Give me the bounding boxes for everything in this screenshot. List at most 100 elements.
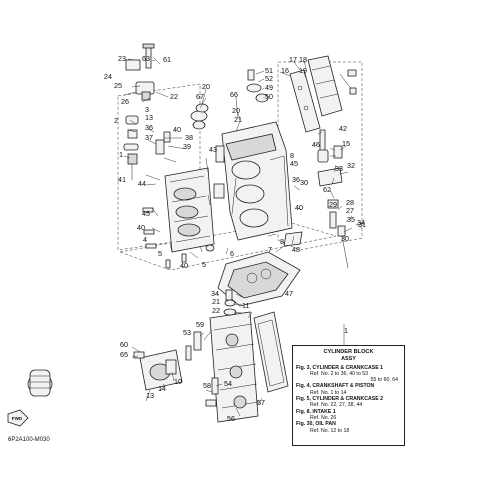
part-number-label: 40	[173, 125, 181, 134]
part-number-label: 36	[292, 175, 300, 184]
crankcase-gasket	[217, 251, 301, 307]
part-number-label: 14	[158, 384, 166, 393]
part-number-label: 13	[145, 113, 153, 122]
legend-subtitle: ASSY	[341, 356, 356, 363]
part-number-label: 24	[104, 72, 112, 81]
part-number-label: 57	[257, 398, 265, 407]
legend-ref-4: Ref. No. 1 to 14	[310, 389, 347, 396]
bolt-assembly-top-left	[125, 43, 155, 101]
cylinder-head-cover	[164, 167, 215, 253]
part-number-label: 40	[137, 223, 145, 232]
part-number-label: 40	[180, 261, 188, 270]
part-number-label: 34	[357, 218, 365, 227]
legend-ref-5: Ref. No. 22, 27, 38, 44	[310, 402, 363, 409]
part-number-label: 32	[347, 161, 355, 170]
part-number-label: 45	[290, 159, 298, 168]
part-number-label: 5	[202, 260, 206, 269]
part-number-label: 22	[170, 92, 178, 101]
part-number-label: 66	[230, 90, 238, 99]
part-number-label: 20	[232, 106, 240, 115]
part-number-label: 49	[265, 83, 273, 92]
part-number-label: 28	[346, 198, 354, 207]
part-number-label: 7	[268, 245, 272, 254]
part-number-label: 40	[295, 203, 303, 212]
part-number-label: 67	[196, 92, 204, 101]
diagram-code: 6P2A100-M030	[8, 437, 50, 443]
part-number-label: 54	[224, 379, 232, 388]
part-number-label: 59	[196, 320, 204, 329]
part-number-label: 22	[212, 306, 220, 315]
part-number-label: 8	[280, 237, 284, 246]
part-number-label: 1	[119, 150, 123, 159]
crankcase-seal	[253, 311, 289, 393]
parts-legend-box: CYLINDER BLOCK ASSY Fig. 3, CYLINDER & C…	[292, 345, 405, 446]
part-number-label: 29	[329, 200, 337, 209]
part-number-label: 65	[120, 350, 128, 359]
legend-ref-3: Ref. No. 2 to 36, 40 to 53	[310, 370, 368, 377]
part-number-label: 38	[185, 133, 193, 142]
section-frame-base	[119, 221, 337, 271]
part-number-label: 46	[312, 140, 320, 149]
exhaust-cover	[289, 55, 343, 133]
legend-callout-number: 1	[344, 326, 348, 335]
legend-fig-30: Fig. 30, OIL PAN	[296, 421, 336, 428]
part-number-label: 44	[138, 179, 146, 188]
part-number-label: 25	[114, 81, 122, 90]
sensor-parts-top	[195, 69, 269, 113]
part-number-label: 16	[281, 66, 289, 75]
left-parts-stack	[123, 115, 171, 180]
part-number-label: 30	[341, 234, 349, 243]
part-number-label: 15	[342, 139, 350, 148]
oil-filter-assembly	[27, 331, 219, 407]
part-number-label: 11	[242, 301, 249, 310]
cooling-hose	[339, 69, 357, 95]
part-number-label: 2	[114, 116, 118, 125]
part-number-label: 10	[174, 377, 182, 386]
part-number-label: 19	[299, 66, 307, 75]
part-number-label: 42	[339, 124, 347, 133]
bracket-45	[283, 231, 303, 247]
crankcase	[209, 311, 259, 423]
part-number-label: 3	[145, 105, 149, 114]
part-number-label: 56	[227, 414, 235, 423]
legend-fig-5: Fig. 5, CYLINDER & CRANKCASE 2	[296, 396, 384, 403]
part-number-label: 50	[265, 92, 273, 101]
part-number-label: 27	[346, 206, 354, 215]
oil-pressure-bracket	[317, 129, 349, 269]
part-number-label: 17	[289, 55, 297, 64]
part-number-label: 61	[163, 55, 171, 64]
part-number-label: 6	[230, 249, 234, 258]
legend-fig-4: Fig. 4, CRANKSHAFT & PISTON	[296, 383, 375, 390]
part-number-label: 21	[234, 115, 242, 124]
part-number-label: 13	[146, 391, 154, 400]
legend-ref-8: Ref. No. 26	[310, 414, 337, 421]
part-number-label: 58	[203, 381, 211, 390]
part-number-label: 63	[142, 54, 150, 63]
part-number-label: 36	[145, 123, 153, 132]
legend-fig-3: Fig. 3, CYLINDER & CRANKCASE 1	[296, 364, 384, 371]
legend-ref-3-cont: 55 to 60, 64	[370, 377, 398, 384]
part-number-label: 37	[145, 133, 153, 142]
part-number-label: 35	[347, 215, 355, 224]
part-number-label: 43	[209, 145, 217, 154]
part-number-label: 23	[118, 54, 126, 63]
part-number-label: 52	[265, 74, 273, 83]
part-number-label: 31	[358, 220, 366, 229]
part-number-label: 20	[202, 82, 210, 91]
part-number-label: 21	[212, 297, 220, 306]
part-number-label: 8	[290, 151, 294, 160]
part-number-label: 30	[300, 178, 308, 187]
bolts-left	[142, 207, 215, 269]
leader-lines	[123, 57, 363, 417]
part-number-label: 53	[183, 328, 191, 337]
part-number-label: 48	[292, 245, 300, 254]
thermostat-housing	[190, 110, 208, 130]
part-number-label: 5	[158, 249, 162, 258]
part-number-label: 4	[143, 235, 147, 244]
part-number-label: 47	[285, 289, 293, 298]
legend-ref-30: Ref. No. 12 to 18	[310, 427, 350, 434]
legend-title: CYLINDER BLOCK	[323, 349, 374, 355]
